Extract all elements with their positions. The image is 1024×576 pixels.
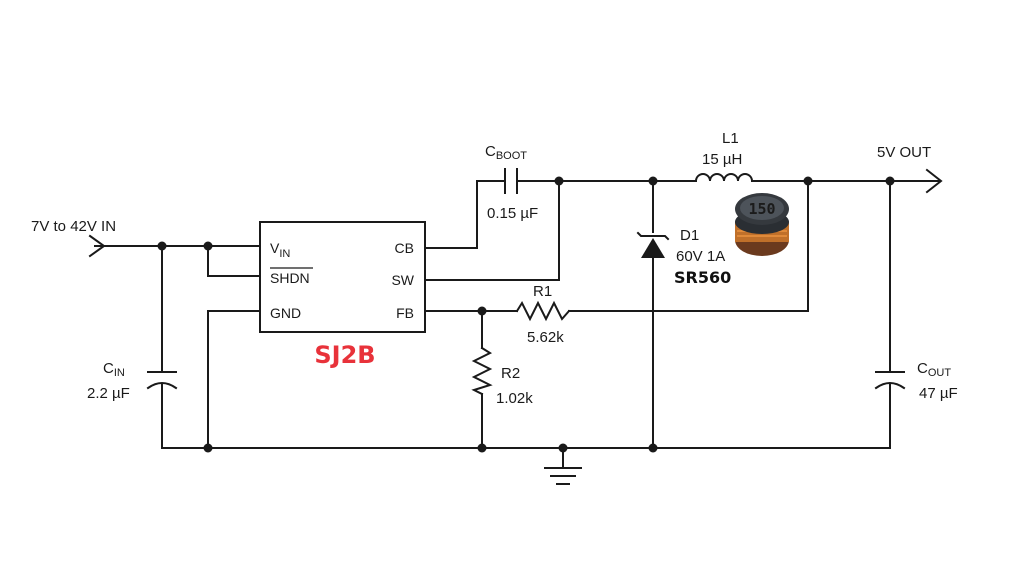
inductor-marking: 150 [748, 200, 775, 218]
pin-sw-label: SW [391, 272, 414, 288]
junction-dots [157, 176, 895, 453]
d1-name: D1 [680, 227, 699, 244]
ic-part-number: SJ2B [314, 341, 375, 369]
r2-value: 1.02k [496, 390, 533, 407]
pin-vin-label: VIN [270, 240, 290, 260]
c-in-name: CIN [103, 360, 125, 379]
output-voltage-label: 5V OUT [877, 144, 931, 161]
inductor-photo-icon: 150 [735, 193, 789, 256]
pin-shdn-label: SHDN [270, 270, 310, 286]
resistor-r2-symbol [471, 346, 493, 396]
c-in-symbol [146, 371, 178, 390]
pin-fb-label: FB [396, 305, 414, 321]
inductor-l1-symbol [694, 173, 754, 183]
r2-name: R2 [501, 365, 520, 382]
pin-cb-label: CB [395, 240, 414, 256]
c-boot-value: 0.15 µF [487, 205, 538, 222]
ic-block: VIN SHDN GND CB SW FB [259, 221, 426, 333]
ground-icon [544, 467, 582, 485]
pin-gnd-label: GND [270, 305, 301, 321]
c-in-value: 2.2 µF [87, 385, 130, 402]
c-out-name: COUT [917, 360, 951, 379]
c-out-symbol [874, 371, 906, 390]
c-boot-symbol [504, 168, 518, 194]
input-arrow-icon [88, 234, 106, 258]
c-boot-name: CBOOT [485, 143, 527, 162]
r1-name: R1 [533, 283, 552, 300]
input-voltage-label: 7V to 42V IN [31, 218, 116, 235]
wires [94, 180, 941, 469]
d1-rating: 60V 1A [676, 248, 725, 265]
l1-value: 15 µH [702, 151, 742, 168]
output-arrow-icon [925, 168, 943, 194]
resistor-r1-symbol [515, 300, 571, 322]
ic-body [259, 221, 426, 333]
c-out-value: 47 µF [919, 385, 958, 402]
d1-part-number: SR560 [674, 268, 731, 287]
r1-value: 5.62k [527, 329, 564, 346]
diode-d1-symbol [636, 231, 670, 258]
l1-name: L1 [722, 130, 739, 147]
